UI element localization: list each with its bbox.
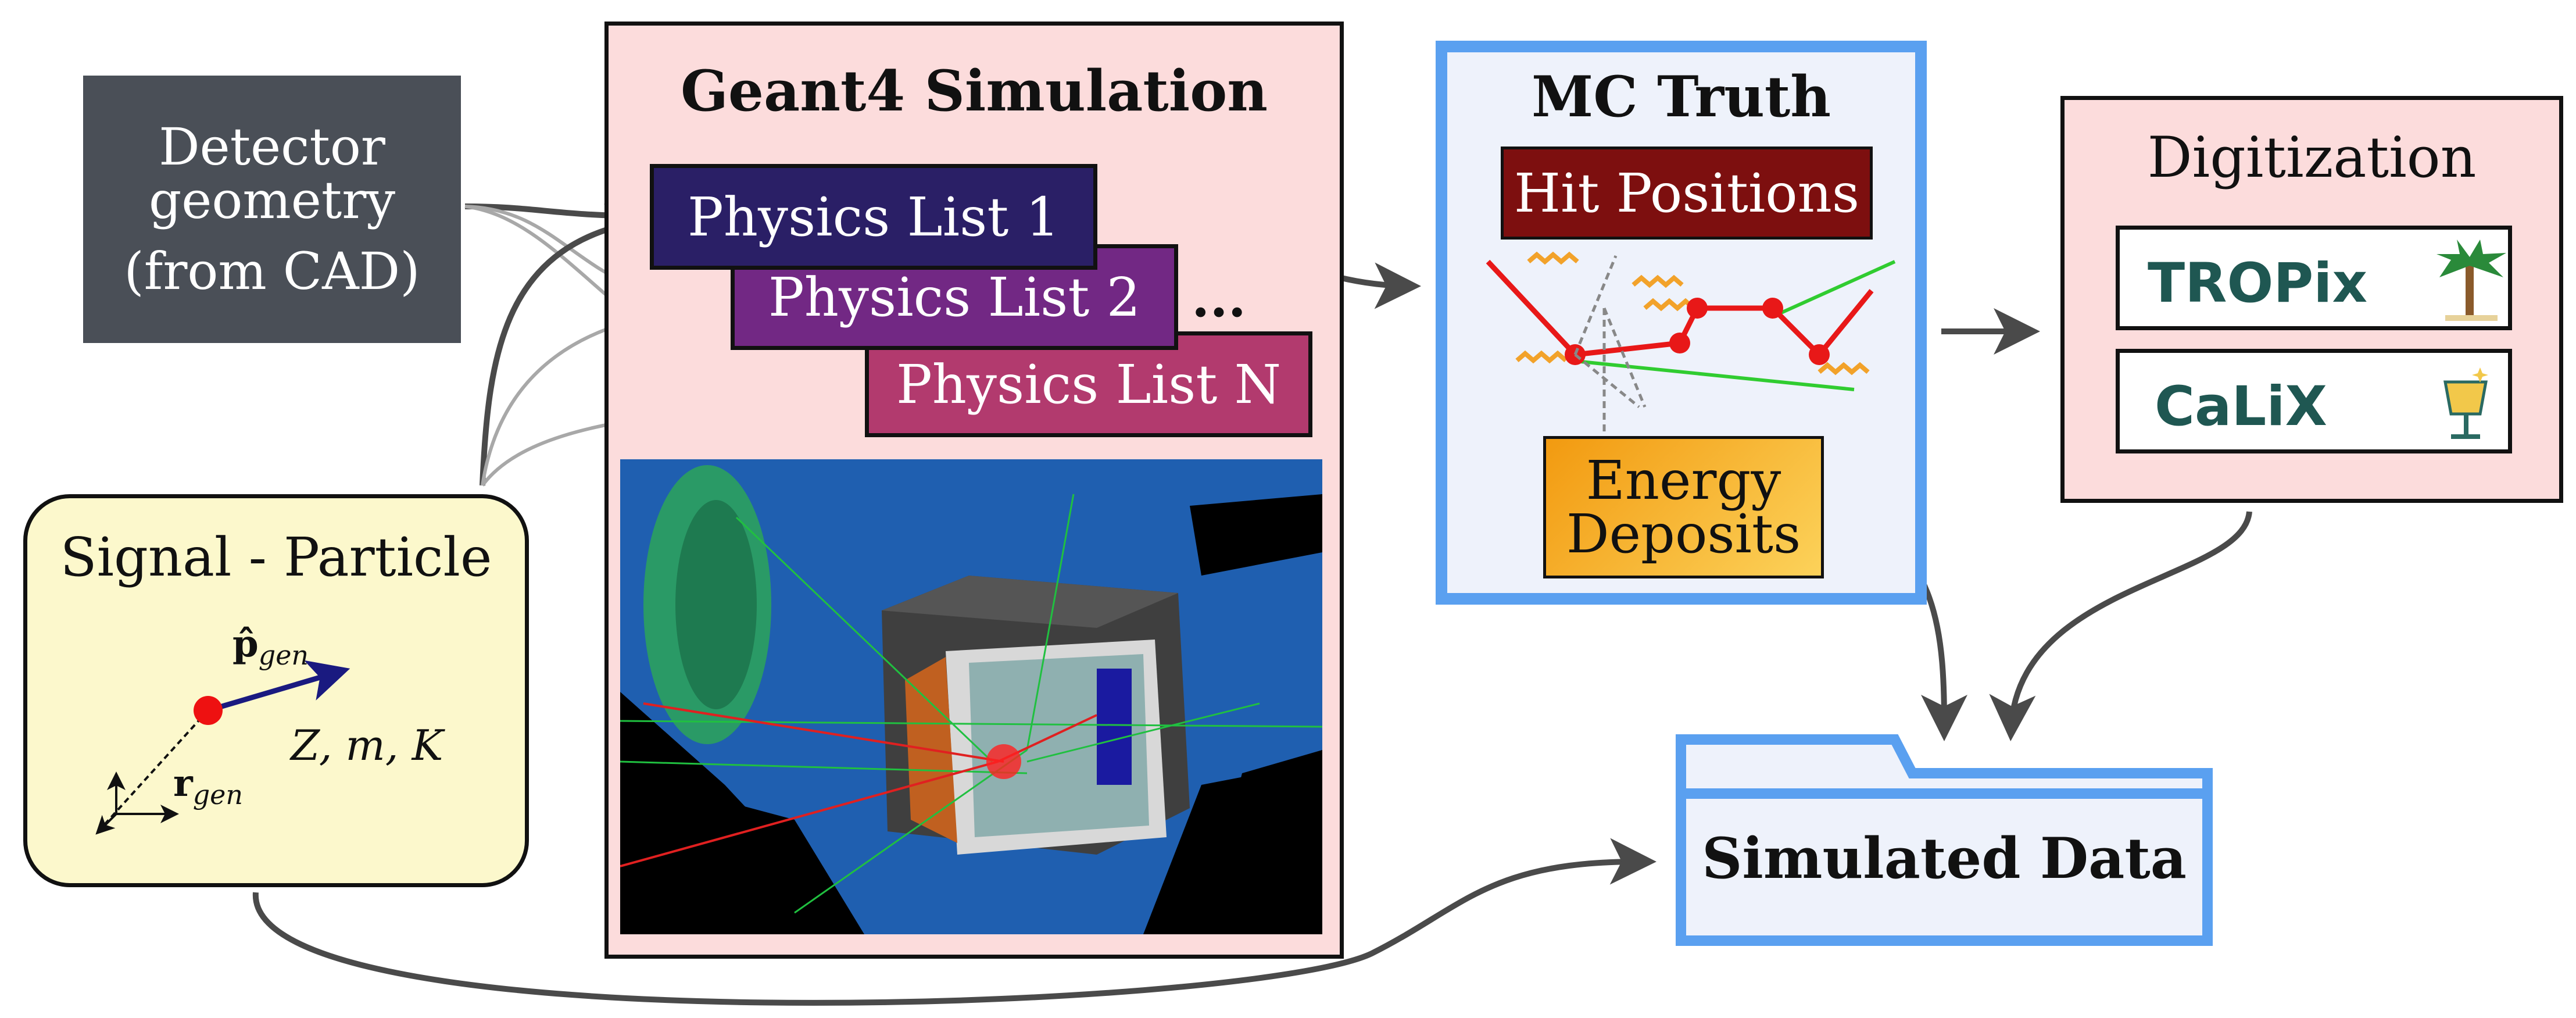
momentum-label: p̂gen xyxy=(232,622,309,671)
physics-list-ellipsis: ... xyxy=(1192,267,1246,329)
mc-truth-title: MC Truth xyxy=(1531,64,1831,130)
arrow-signal-to-simulated-data xyxy=(252,838,1656,1006)
electron-spirals xyxy=(1515,251,1870,376)
arrow-signal-to-physics-list-1 xyxy=(480,203,654,486)
position-label: rgen xyxy=(173,762,243,810)
momentum-subscript: gen xyxy=(258,639,309,671)
tropix-box: TROPix xyxy=(2116,226,2512,330)
position-subscript: gen xyxy=(192,778,244,810)
momentum-arrow xyxy=(207,660,350,713)
secondary-track xyxy=(1569,260,1896,391)
energy-line-2: Deposits xyxy=(1566,502,1801,565)
hit-track-illustration xyxy=(1486,251,1896,436)
detector-line-2: geometry xyxy=(148,170,396,230)
dashed-arrows xyxy=(1573,255,1647,436)
calix-box: CaLiX xyxy=(2116,349,2512,453)
arrow-digitization-to-simulated-data xyxy=(1989,511,2252,741)
particle-params: Z, m, K xyxy=(291,721,443,770)
geant4-title: Geant4 Simulation xyxy=(680,58,1268,124)
detector-line-3: (from CAD) xyxy=(124,241,420,301)
tropix-label: TROPix xyxy=(2148,252,2368,315)
particle-dot xyxy=(194,696,223,725)
detector-geometry-box: Detector geometry (from CAD) xyxy=(83,76,461,343)
signal-particle-title: Signal - Particle xyxy=(60,526,492,588)
energy-deposits-box: Energy Deposits xyxy=(1543,436,1824,578)
position-vector xyxy=(103,711,207,826)
physics-list-1: Physics List 1 xyxy=(650,164,1097,270)
particle-vector-illustration xyxy=(95,660,350,835)
cocktail-glass-icon xyxy=(2443,367,2488,439)
geant4-render-image xyxy=(620,459,1323,934)
detector-line-1: Detector xyxy=(159,117,385,177)
simulated-data-label: Simulated Data xyxy=(1702,826,2187,891)
simulated-data-folder xyxy=(1676,734,2213,946)
hit-positions-box: Hit Positions xyxy=(1501,147,1873,240)
palm-tree-icon xyxy=(2437,240,2506,321)
digitization-title: Digitization xyxy=(2147,125,2477,190)
position-symbol: r xyxy=(173,762,193,805)
momentum-symbol: p̂ xyxy=(232,622,259,666)
calix-label: CaLiX xyxy=(2155,375,2328,438)
energy-line-1: Energy xyxy=(1586,449,1781,512)
hit-points xyxy=(1565,298,1830,365)
